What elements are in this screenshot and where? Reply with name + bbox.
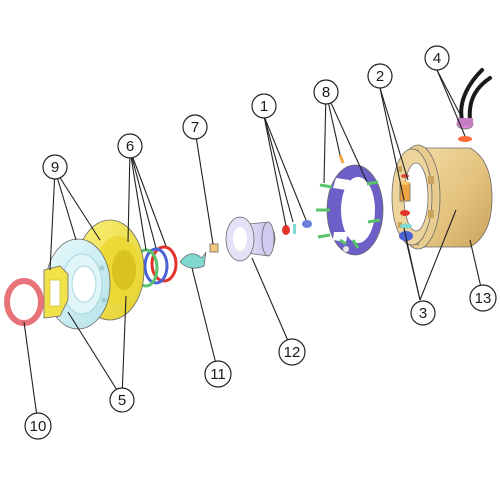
svg-text:9: 9 [51,159,59,176]
part-10-ring [4,278,44,326]
callout-9: 9 [42,154,68,180]
callout-7: 7 [182,114,208,140]
svg-text:2: 2 [376,68,384,85]
callout-10: 10 [24,412,52,440]
svg-text:3: 3 [419,305,427,322]
part-12-nozzle [225,216,276,262]
callout-1: 1 [251,93,277,119]
callout-13: 13 [469,284,497,312]
svg-text:4: 4 [433,50,441,67]
svg-text:5: 5 [118,392,126,409]
green-screws [316,180,381,249]
callout-4: 4 [424,45,450,71]
svg-text:12: 12 [284,344,301,361]
svg-text:8: 8 [322,84,330,101]
callout-6: 6 [117,133,143,159]
part-4-cable-gland [456,68,492,142]
callout-2: 2 [367,63,393,89]
part-5-clip [43,265,69,319]
svg-text:6: 6 [126,138,134,155]
part-11-cone [179,251,207,269]
svg-text:13: 13 [475,290,492,307]
part-13-housing [391,144,493,250]
part-9-faceplate [45,238,111,330]
part-1-small-parts [282,220,312,235]
svg-text:11: 11 [210,366,226,383]
svg-text:7: 7 [191,119,199,136]
callout-11: 11 [204,360,232,388]
callout-5: 5 [109,387,135,413]
callout-12: 12 [278,338,306,366]
svg-text:1: 1 [260,98,268,115]
part-7-insert [209,243,219,253]
svg-text:10: 10 [30,418,47,435]
callout-3: 3 [410,300,436,326]
part-8-mounting-ring [316,154,384,256]
leader-lines [23,69,484,425]
callout-8: 8 [313,79,339,105]
